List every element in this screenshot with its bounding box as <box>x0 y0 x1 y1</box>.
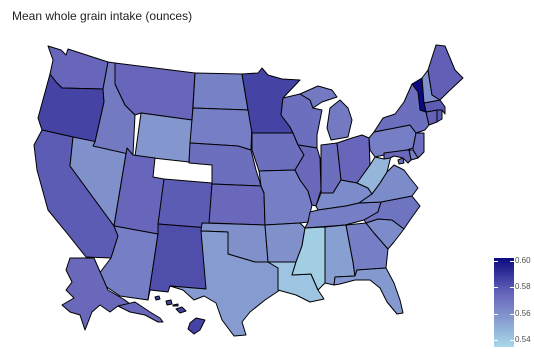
legend-tick-label: 0.60 <box>515 255 531 265</box>
state-HI <box>187 317 206 335</box>
legend-tick-mark <box>494 340 498 342</box>
legend-tick-mark <box>494 260 498 262</box>
state-HI-kauai <box>154 295 161 301</box>
state-NC <box>363 195 421 230</box>
legend-tick-label: 0.58 <box>515 282 531 292</box>
state-HI-maui <box>175 306 187 314</box>
state-AK-panhandle <box>117 301 164 323</box>
state-WY <box>134 112 193 163</box>
legend-tick-mark <box>510 260 514 262</box>
legend-tick-label: 0.56 <box>515 308 531 318</box>
state-MA <box>423 99 446 115</box>
legend-tick-mark <box>494 287 498 289</box>
map-title: Mean whole grain intake (ounces) <box>12 9 193 23</box>
state-HI-oahu <box>165 299 173 306</box>
color-legend: 0.54 0.56 0.58 0.60 <box>494 255 534 350</box>
legend-tick-mark <box>510 287 514 289</box>
state-NE <box>188 142 262 187</box>
state-RI <box>436 109 443 123</box>
state-IL <box>294 144 322 207</box>
state-CO <box>157 178 213 229</box>
state-ND <box>192 72 249 111</box>
legend-tick-mark <box>510 340 514 342</box>
state-HI-molokai <box>172 303 179 307</box>
state-KS <box>208 183 266 226</box>
state-DC <box>397 157 405 165</box>
legend-gradient-bar <box>494 258 514 347</box>
legend-tick-mark <box>510 313 514 315</box>
state-FL <box>333 267 404 315</box>
state-WV <box>356 151 393 195</box>
state-ME <box>427 44 464 101</box>
state-AK <box>61 257 136 331</box>
legend-tick-mark <box>494 313 498 315</box>
state-MI <box>299 85 353 141</box>
state-MD <box>383 149 412 164</box>
legend-tick-label: 0.54 <box>515 335 531 345</box>
state-TX <box>169 230 281 337</box>
